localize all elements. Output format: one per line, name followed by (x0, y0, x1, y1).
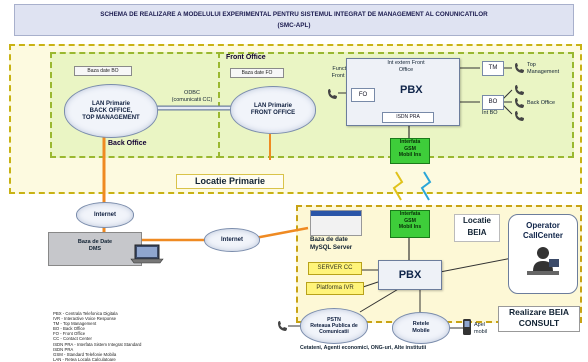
mobile-phone-icon (463, 319, 471, 335)
cloud-pstn: PSTN Reteaua Publica de Comunicatii (300, 308, 368, 344)
operator-callcenter-label: Operator CallCenter (522, 221, 563, 240)
odbc-line-2: (comunicatii CC) (171, 96, 213, 103)
locatie-beia-label: Locatie BEIA (454, 214, 500, 242)
dms-line-1: Baza de Date (77, 239, 113, 245)
phone-icon-pstn (278, 321, 287, 331)
pstn-line-1: PSTN (327, 317, 341, 323)
tm-box: TM (482, 61, 504, 76)
dms-box: Baza de Date DMS (48, 232, 142, 266)
title-line-2: (SMC-APL) (277, 22, 311, 29)
gsm-b-line-3: Mobil Ins (398, 224, 422, 230)
int-bo-label: Int BO (482, 110, 498, 116)
pstn-line-3: Comunicatii (319, 329, 349, 335)
lan-fo-line-1: LAN Primarie (253, 103, 292, 109)
bo-box: BO (482, 95, 504, 110)
odbc-line-1: ODBC (184, 90, 200, 96)
gsm-interface-beia: Interfata GSM Mobil Ins (390, 210, 430, 238)
front-office-label: Front Office (226, 54, 266, 61)
gsm-b-line-1: Interfata (399, 211, 421, 217)
line-pbx-pstn (359, 287, 401, 313)
back-office-label: Back Office (108, 140, 147, 147)
legend: PBX - Centrala Telefonica Digitala IVR -… (53, 311, 199, 362)
pbx-beia: PBX (378, 260, 442, 290)
fo-box: FO (351, 88, 375, 102)
int-extern-label: Int extern Front Office (376, 60, 436, 73)
cloud-retele-mobile: Retele Mobile (392, 312, 450, 344)
lan-bo-line-2: BACK OFFICE, (89, 107, 133, 114)
dms-line-2: DMS (88, 245, 102, 252)
pstn-line-2: Reteaua Publica de (310, 323, 358, 329)
cetateni-label: Cetateni, Agenti economici, ONG-uri, Alt… (300, 345, 427, 351)
legend-item: LAN - Retea Locala Calculatoare (53, 356, 116, 362)
odbc-label: ODBC (comunicatii CC) (164, 90, 220, 103)
mysql-line-1: Baza de date (310, 236, 348, 243)
apel-line-1: Apel (474, 322, 486, 328)
legend-item: IVR - Interactive Voice Response (53, 316, 117, 322)
laptop-icon (130, 244, 164, 264)
title-line-1: SCHEMA DE REALIZARE A MODELULUI EXPERIME… (100, 11, 488, 18)
cloud-internet-2: Internet (204, 228, 260, 252)
gsm-interface-primarie: Interfata GSM Mobil Ins (390, 138, 430, 164)
cloud-lan-back-office: LAN Primarie BACK OFFICE, TOP MANAGEMENT (64, 84, 158, 138)
locatie-primarie-label: Locatie Primarie (176, 174, 284, 189)
phone-icon-bo-1 (515, 85, 524, 95)
gsm-b-line-2: GSM (404, 217, 416, 224)
operator-callcenter-box: Operator CallCenter (508, 214, 578, 294)
lan-bo-line-1: LAN Primarie (91, 100, 130, 107)
gsm-p-line-3: Mobil Ins (398, 152, 422, 158)
db-chip-fo: Baza date FO (230, 68, 284, 78)
legend-item: PBX - Centrala Telefonica Digitala (53, 311, 118, 316)
top-mgmt-line-1: Top (527, 62, 536, 68)
cloud-internet-1: Internet (76, 202, 134, 228)
legend-item: ISDN PRA (53, 346, 74, 352)
lan-fo-line-2: FRONT OFFICE (250, 110, 296, 116)
phone-icon-bo-3 (515, 111, 524, 121)
operator-person-icon (527, 247, 559, 275)
line-pbx-operator (439, 257, 513, 273)
diagram-title: SCHEMA DE REALIZARE A MODELULUI EXPERIME… (14, 4, 574, 36)
legend-item: BO - Back Office (53, 326, 85, 332)
legend-item: FO - Front Office (53, 331, 86, 337)
isdn-pra-box: ISDN PRA (382, 112, 434, 123)
legend-item: GSM - Standard Telefonie Mobila (53, 351, 117, 357)
cloud-lan-front-office: LAN Primarie FRONT OFFICE (230, 86, 316, 134)
realizare-beia-label: Realizare BEIA CONSULT (498, 306, 580, 332)
pbx-primarie-label: PBX (400, 84, 423, 96)
retele-line-1: Retele (412, 321, 430, 327)
link-internet-beia (254, 226, 309, 240)
phone-icon-bo-2 (515, 98, 524, 108)
db-chip-bo: Baza date BO (74, 66, 132, 76)
platforma-ivr-box: Platforma IVR (306, 282, 364, 295)
apel-line-2: mobil (474, 328, 488, 335)
mysql-line-2: MySQL Server (310, 243, 353, 251)
wireless-signal-1 (392, 171, 404, 201)
apel-mobil-label: Apel mobil (474, 322, 487, 335)
int-extern-line-1: Int extern Front (387, 60, 425, 66)
gsm-p-line-1: Interfata (399, 139, 421, 145)
top-mgmt-label: Top Management (527, 62, 573, 75)
back-office-right-label: Back Office (527, 100, 556, 106)
phone-icon (328, 89, 337, 99)
thumb-header (311, 211, 361, 216)
legend-item: ISDN PRA - Interfata Sistem Integrat Sta… (53, 341, 142, 347)
legend-item: TM - Top Management (53, 321, 97, 327)
mysql-server-label: Baza de date MySQL Server (310, 236, 352, 251)
wireless-signal-2 (420, 171, 432, 201)
screenshot-thumbnail (310, 210, 362, 236)
lan-bo-line-3: TOP MANAGEMENT (82, 114, 140, 121)
functionari-line-2: Front Office (331, 72, 361, 79)
phone-icon-tm (515, 63, 524, 73)
server-cc-box: SERVER CC (308, 262, 362, 275)
legend-item: CC - Contact Center (53, 336, 92, 342)
gsm-p-line-2: GSM (404, 145, 416, 152)
pbx-beia-label: PBX (398, 269, 422, 281)
int-extern-line-2: Office (398, 66, 414, 73)
top-mgmt-line-2: Management (527, 68, 560, 75)
retele-line-2: Mobile (412, 328, 430, 334)
